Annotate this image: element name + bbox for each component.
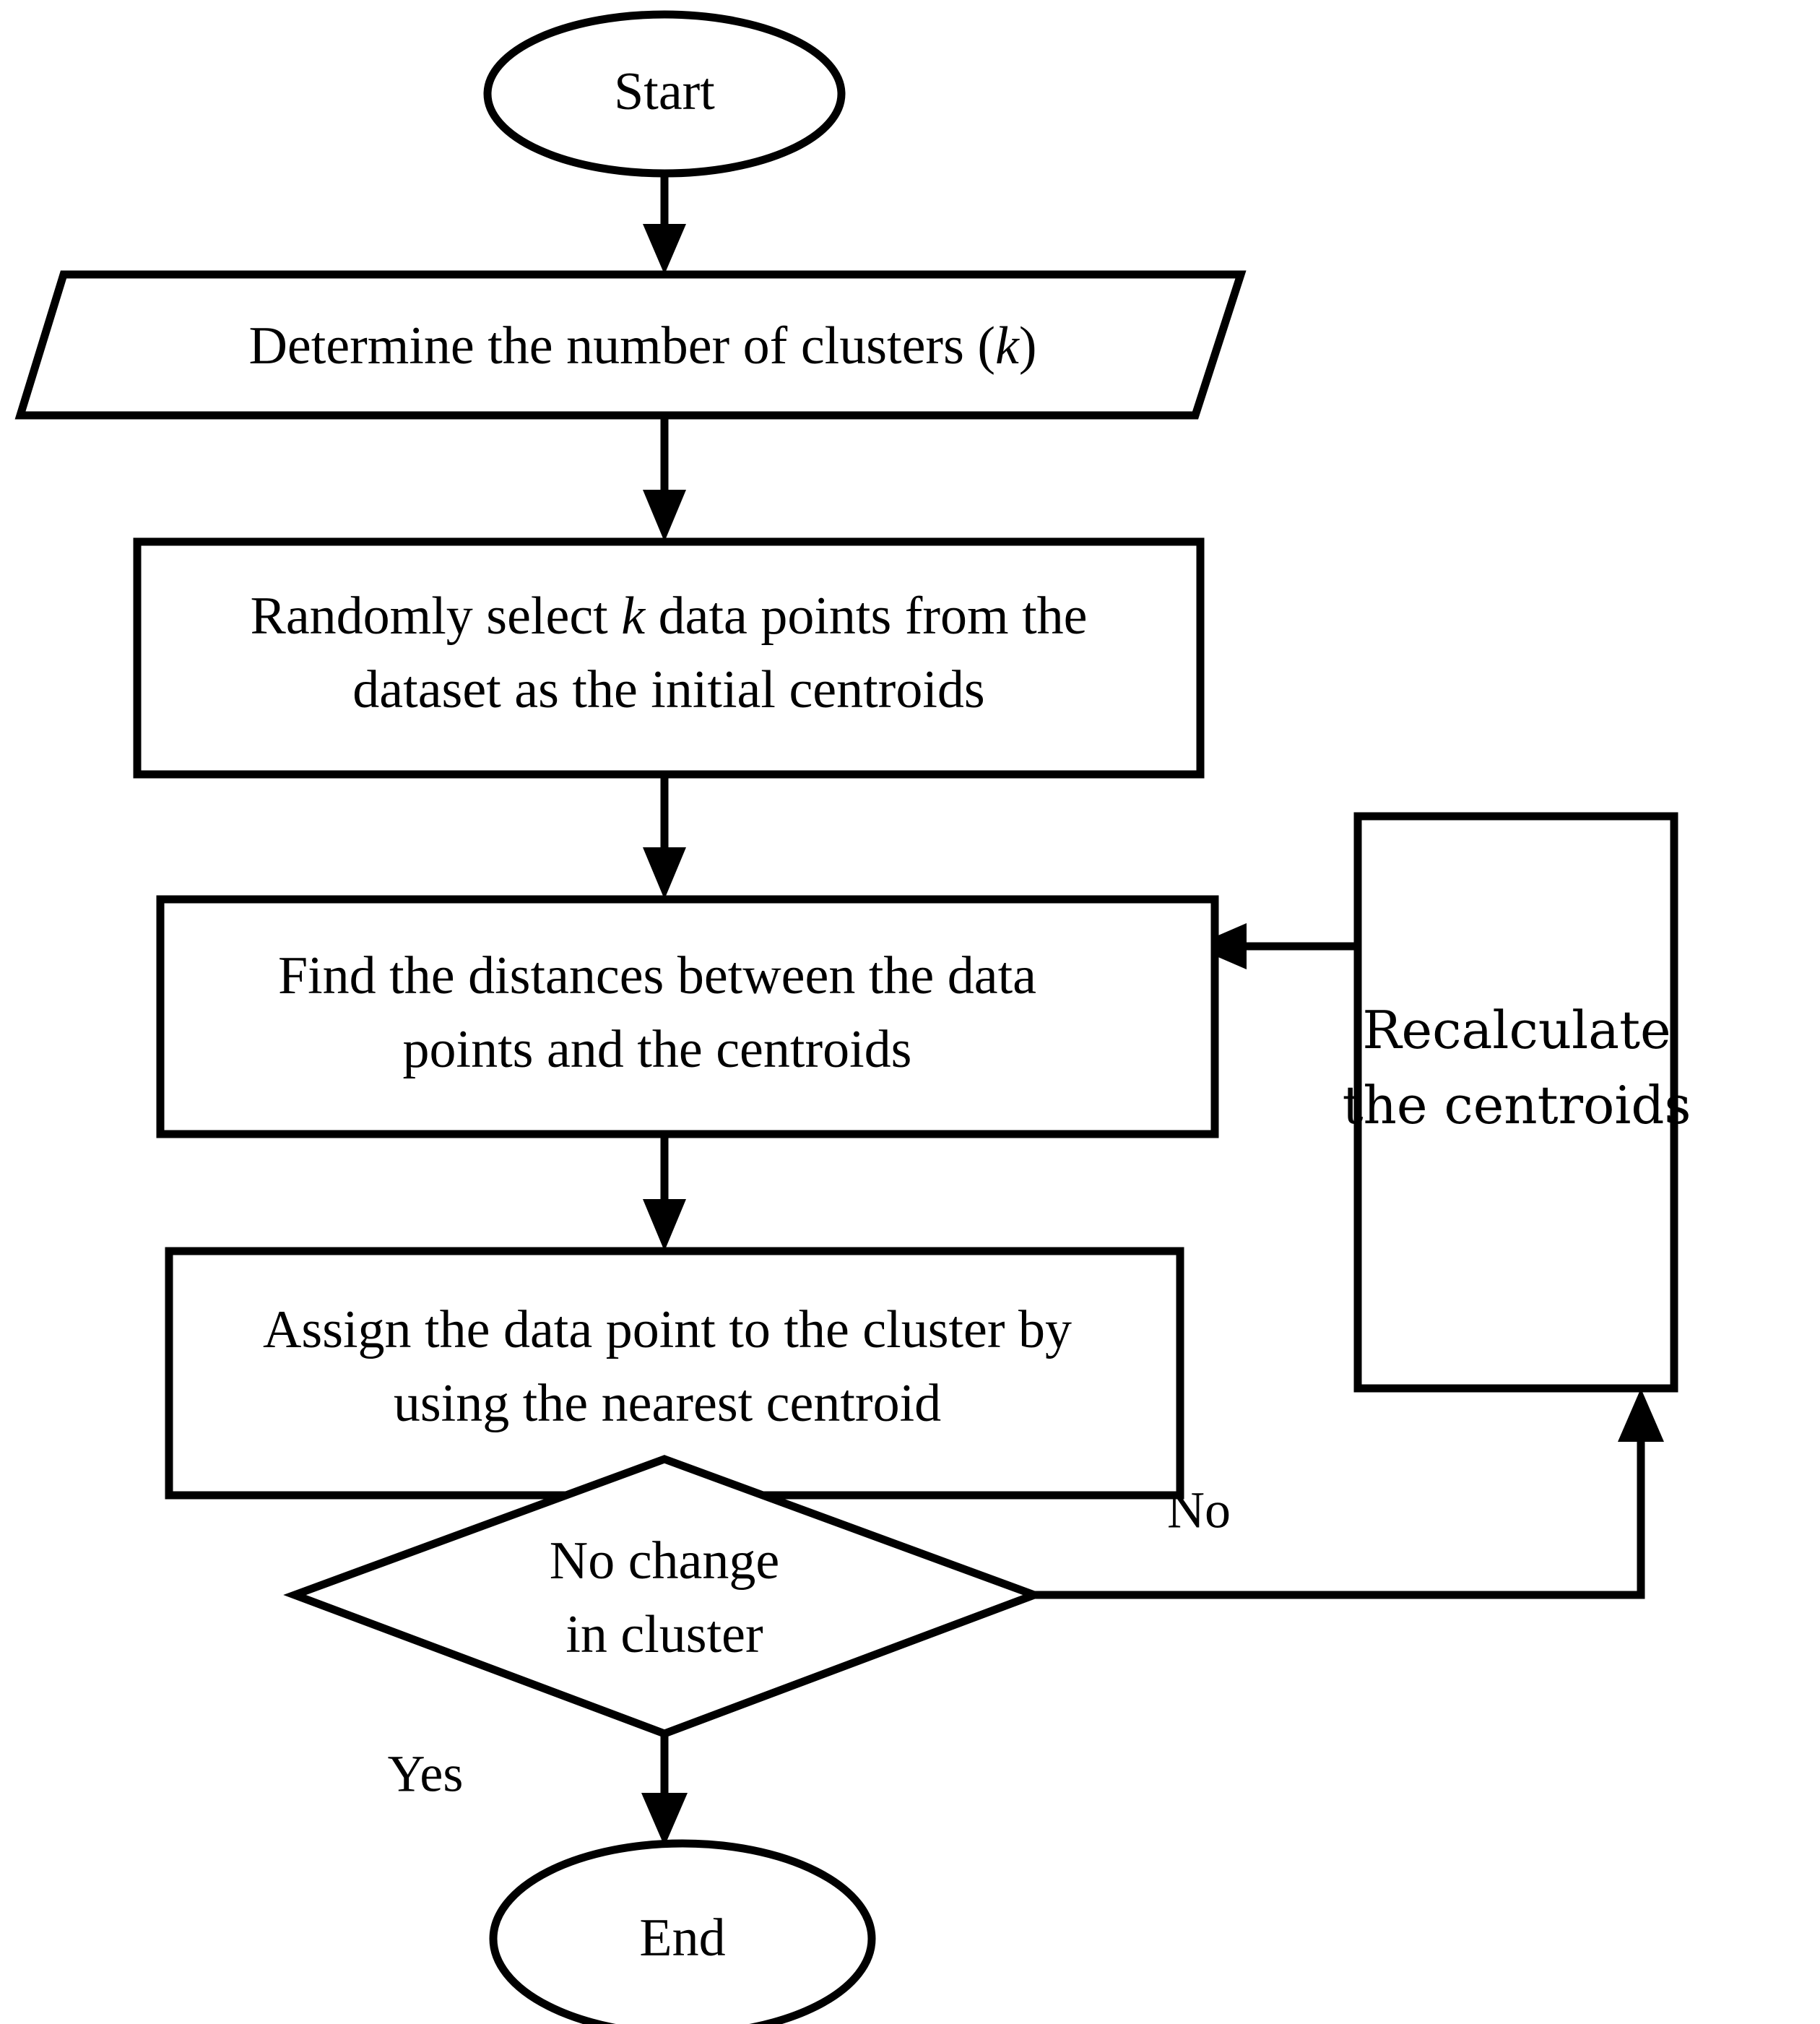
node-assign-cluster[interactable]: Assign the data point to the cluster by … (165, 1247, 1184, 1500)
edge-decision-to-end (641, 1734, 688, 1846)
find-distances-line1: Find the distances between the data (278, 946, 1036, 1005)
select-centroids-line2: dataset as the initial centroids (352, 660, 984, 719)
start-label: Start (614, 62, 715, 121)
select-centroids-rect-shape (133, 537, 1205, 779)
edge-recalculate-to-find (1193, 923, 1358, 969)
recalculate-line1: Recalculate (1362, 1000, 1670, 1060)
edge-determine-to-select (643, 415, 686, 542)
no-change-diamond-shape (283, 1455, 1046, 1738)
determine-k-parallelogram-shape (14, 270, 1247, 420)
determine-k-label: Determine the number of clusters (k) (248, 316, 1036, 376)
no-change-line2: in cluster (566, 1605, 763, 1664)
recalculate-rect-shape (1353, 812, 1678, 1393)
assign-cluster-rect-shape (165, 1247, 1184, 1500)
edge-start-to-determine (643, 168, 686, 274)
end-label: End (639, 1908, 725, 1968)
assign-cluster-line2: using the nearest centroid (394, 1374, 941, 1433)
find-distances-line2: points and the centroids (403, 1020, 912, 1079)
edge-label-yes: Yes (388, 1745, 464, 1803)
node-select-centroids[interactable]: Randomly select k data points from the d… (133, 537, 1205, 779)
node-start[interactable]: Start (483, 10, 846, 178)
edge-find-to-assign (643, 1134, 686, 1251)
assign-cluster-line1: Assign the data point to the cluster by (263, 1300, 1072, 1359)
node-no-change-decision[interactable]: No change in cluster (283, 1455, 1046, 1738)
start-ellipse-shape (483, 10, 846, 178)
node-determine-k[interactable]: Determine the number of clusters (k) (14, 270, 1247, 420)
node-end[interactable]: End (489, 1839, 876, 2024)
find-distances-rect-shape (156, 895, 1219, 1138)
node-recalculate[interactable]: Recalculate the centroids (1343, 812, 1691, 1393)
no-change-line1: No change (550, 1531, 779, 1591)
end-ellipse-shape (489, 1839, 876, 2024)
select-centroids-line1: Randomly select k data points from the (250, 587, 1087, 646)
edge-label-no: No (1167, 1482, 1231, 1539)
node-find-distances[interactable]: Find the distances between the data poin… (156, 895, 1219, 1138)
recalculate-line2: the centroids (1343, 1075, 1691, 1136)
edge-select-to-find (643, 774, 686, 899)
edge-decision-to-recalculate (1034, 1388, 1664, 1599)
